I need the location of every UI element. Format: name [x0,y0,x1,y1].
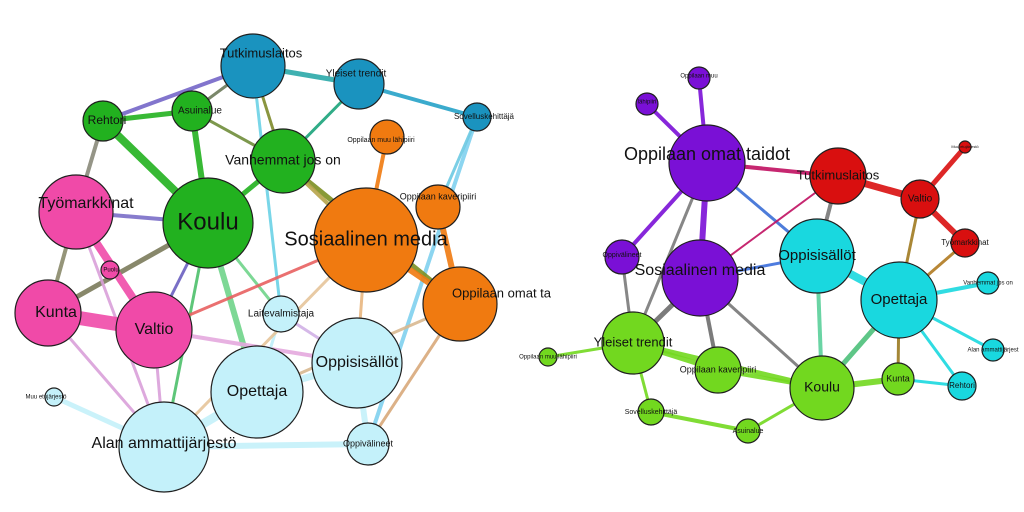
right-network-label-koulu: Koulu [804,379,840,395]
left-network-node-vanhemmat [250,128,316,194]
left-network-label-kaveripiiri: Oppilaan kaveripiiri [400,191,477,201]
left-network-node-lahipiiri [369,119,405,155]
right-network-node-rehtori [947,371,977,401]
right-network-node-muulahi [538,347,558,367]
left-network-node-opettaja [210,345,304,439]
right-network-label-oppivalineet: Oppivälineet [603,252,642,259]
left-network-label-kunta: Kunta [35,304,77,321]
left-network-label-some: Sosiaalinen media [284,228,448,250]
right-network-label-muulahi: Oppilaan muu lähipiiri [519,355,577,361]
left-network-node-ammattijarjesto [118,401,210,493]
left-network-node-omattaidot [422,266,498,342]
right-network-label-some: Sosiaalinen media [635,262,766,279]
left-network-node-tyomarkkinat [38,174,114,250]
right-network-node-tutkimuslaitos [809,147,867,205]
right-network-node-vanhemmat [976,271,1000,295]
right-network-label-rehtori: Rehtori [949,381,975,390]
left-network-label-oppisisallot: Oppisisällöt [316,354,399,371]
right-network-node-asuinalue [735,418,761,444]
right-network-node-oppisisallot [779,218,855,294]
left-network-node-laitevalmistaja [262,295,300,333]
right-network-edge-sovellus-asuinalue [649,410,750,433]
right-network-label-asuinalue: Asuinalue [733,428,764,435]
left-network-node-oppivalineet [346,422,390,466]
right-network-label-vanhemmat: Vanhemmat jos on [963,281,1013,287]
left-network-node-asuinalue [171,90,213,132]
left-network-label-rehtori: Rehtori [88,113,127,127]
left-network-node-kaveripiiri [415,184,461,230]
left-network-node-tutkimuslaitos [220,33,286,99]
left-network-label-omattaidot: Oppilaan omat ta [452,285,552,300]
left-network-node-valtio [115,291,193,369]
right-network-label-lahipiiri2: lähipiiri [638,100,657,106]
right-network-label-valtio: Valtio [908,194,933,205]
left-network-node-kunta [14,279,82,347]
right-network-node-kunta [881,362,915,396]
right-network-node-oppivalineet [604,239,640,275]
left-network-label-tyomarkkinat: Työmarkkinat [38,195,134,212]
left-network-label-vanhemmat: Vanhemmat jos on [225,152,341,168]
right-network-node-muuetu [958,140,972,154]
left-network-edge-tutkimuslaitos-laitevalmistaja [251,64,283,316]
right-network-node-opettaja [860,261,938,339]
left-network-node-some [313,187,419,293]
left-network-label-lahipiiri: Oppilaan muu lähipiiri [347,137,415,144]
right-network-label-kunta: Kunta [886,373,910,383]
left-network-label-puoli: Puolu [103,268,118,274]
right-network-node-some [661,239,739,317]
left-network-label-opettaja: Opettaja [227,383,288,400]
right-network-node-kaveripiiri [694,346,742,394]
left-network-node-sovellus [462,102,492,132]
right-network-node-lahipiiri [687,66,711,90]
left-network-label-tutkimuslaitos: Tutkimuslaitos [220,45,303,60]
right-network-label-ammatti: Alan ammattijärjest [967,348,1018,354]
left-network-node-muujarjesto [44,387,64,407]
left-network-label-ammattijarjesto: Alan ammattijärjestö [92,435,237,452]
right-network-label-tutkimuslaitos: Tutkimuslaitos [797,167,880,182]
left-network-node-oppisisallot [311,317,403,409]
right-network-label-lahipiiri: Oppilaan muu [680,74,717,80]
network-nodes [14,33,1005,493]
left-network-node-koulu [162,177,254,269]
right-network-label-muuetu: Muu etujärjestö [951,144,979,149]
right-network-node-omattaidot [668,124,746,202]
right-network-node-tyomarkkinat [950,228,980,258]
left-network-node-yleiset [333,58,385,110]
right-network-node-valtio [900,179,940,219]
right-network-label-kaveripiiri: Oppilaan kaveripiiri [680,364,757,374]
right-network-label-yleiset: Yleiset trendit [594,334,673,349]
left-network-node-rehtori [82,100,124,142]
right-network-node-yleiset [601,311,665,375]
left-network-label-laitevalmistaja: Laitevalmistaja [248,309,315,320]
left-network-label-koulu: Koulu [177,208,238,235]
left-network-node-puoli [100,260,120,280]
left-network-label-sovellus: Sovelluskehittäjä [454,112,515,121]
left-network-label-asuinalue: Asuinalue [178,106,222,117]
right-network-label-sovellus: Sovelluskehittäjä [625,409,678,416]
right-network-node-koulu [789,355,855,421]
right-network-node-ammatti [981,338,1005,362]
left-network-label-oppivalineet: Oppivälineet [343,438,394,448]
right-network-label-oppisisallot: Oppisisällöt [778,247,856,264]
left-network-label-muujarjesto: Muu etujärjestö [25,395,67,401]
right-network-label-omattaidot: Oppilaan omat taidot [624,144,790,164]
left-network-label-valtio: Valtio [135,321,174,338]
right-network-node-sovellus [637,398,665,426]
left-network-label-yleiset: Yleiset trendit [326,69,387,80]
right-network-node-lahipiiri2 [635,92,659,116]
right-network-label-tyomarkkinat: Työmarkkinat [941,238,989,247]
right-network-label-opettaja: Opettaja [871,291,928,308]
